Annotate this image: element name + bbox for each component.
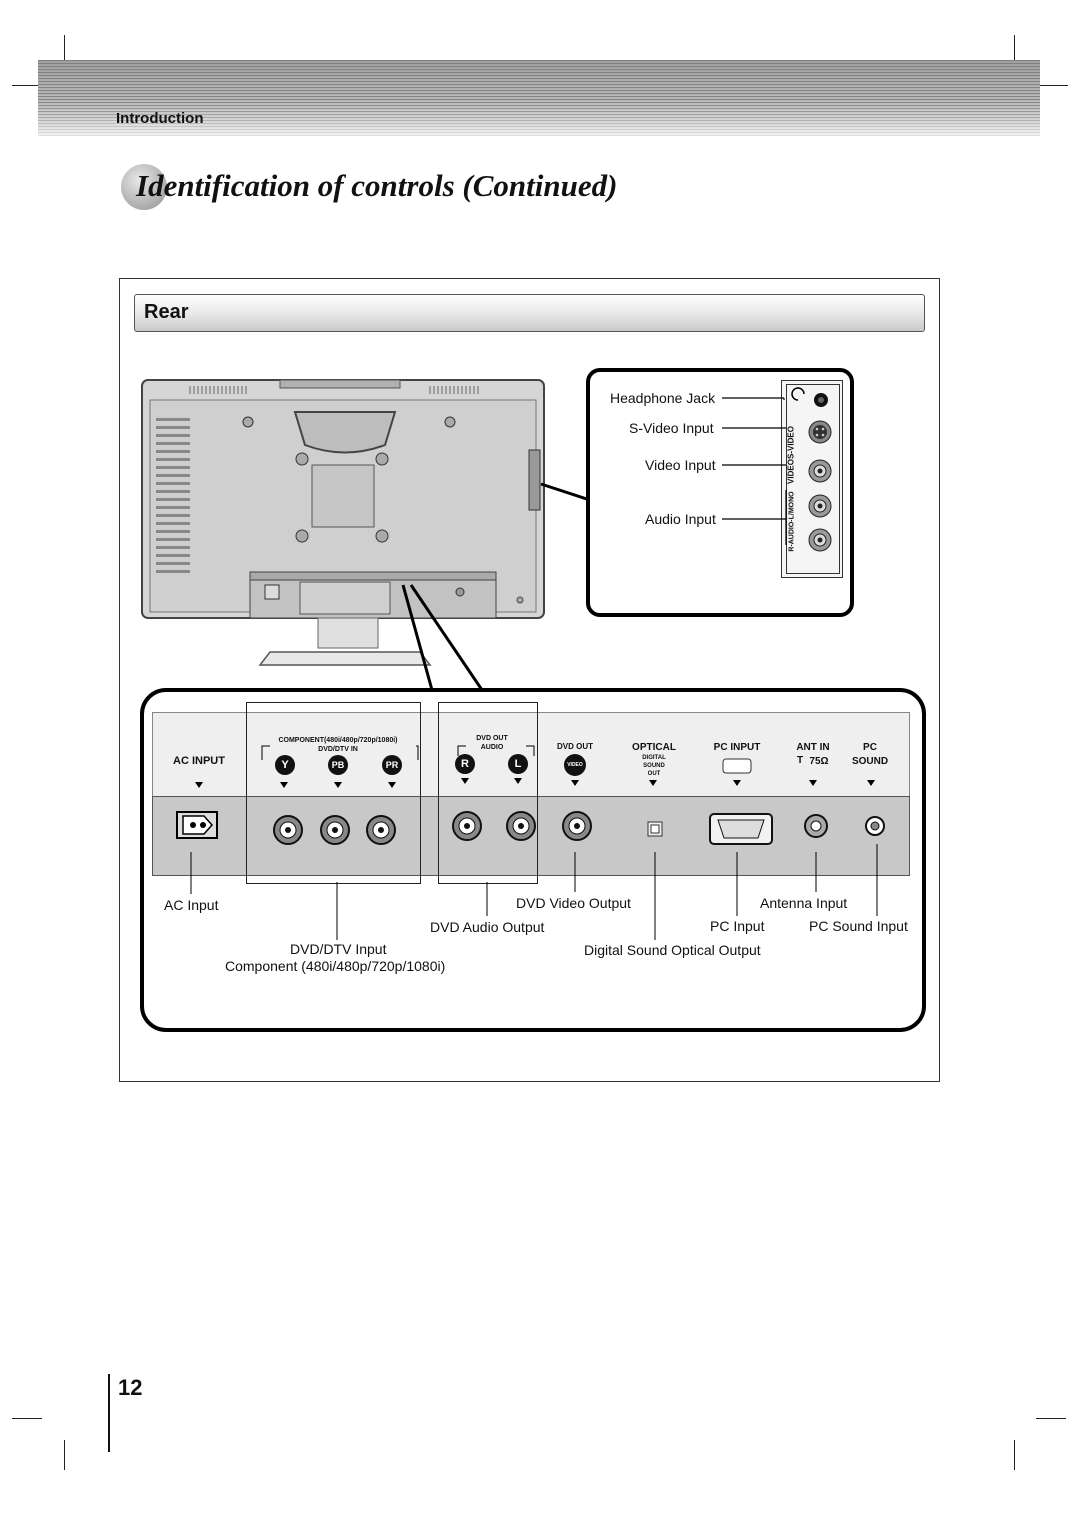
optical-sub-label: DIGITAL: [642, 755, 666, 761]
callout-video-input: Video Input: [645, 457, 716, 473]
section-label: Introduction: [116, 110, 204, 127]
page-number-rule: [108, 1374, 110, 1452]
optical-sub-label: SOUND: [643, 763, 665, 769]
label-dvd-dtv-input: DVD/DTV Input: [290, 941, 387, 957]
dvd-out-audio-panel-label: DVD OUT: [476, 735, 508, 742]
side-jack-inner: [786, 384, 840, 574]
optical-panel-label: OPTICAL: [632, 742, 676, 753]
video-badge: VIDEO: [564, 754, 586, 776]
ac-input-panel-label: AC INPUT: [173, 755, 225, 767]
optical-sub-label: OUT: [647, 771, 661, 777]
pr-jack-badge: PR: [382, 755, 402, 775]
ant-ohm-label: 75Ω: [809, 756, 829, 767]
audio-jack-label: R-AUDIO-L/MONO: [788, 491, 796, 552]
ant-in-panel-label: ANT IN: [796, 742, 830, 753]
callout-headphone-jack: Headphone Jack: [610, 390, 716, 406]
section-bar: [134, 294, 925, 332]
component-group-box: [246, 702, 421, 884]
page-title: Identification of controls (Continued): [136, 168, 618, 203]
title-ornament: [121, 164, 167, 210]
rear-panel-label-strip: [152, 712, 910, 798]
label-ac-input: AC Input: [164, 897, 219, 913]
crop-mark: [64, 35, 65, 65]
label-antenna-input: Antenna Input: [760, 895, 848, 911]
crop-mark: [1038, 85, 1068, 86]
label-dvd-audio-output: DVD Audio Output: [430, 919, 545, 935]
label-dvd-video-output: DVD Video Output: [516, 895, 631, 911]
callout-s-video-input: S-Video Input: [629, 420, 714, 436]
label-digital-sound-optical-output: Digital Sound Optical Output: [584, 942, 761, 958]
section-title: Rear: [144, 301, 189, 323]
crop-mark: [12, 85, 42, 86]
label-pc-sound-input: PC Sound Input: [809, 918, 908, 934]
crop-mark: [1014, 35, 1015, 65]
l-jack-badge: L: [508, 754, 528, 774]
crop-mark: [12, 1418, 42, 1419]
component-panel-label: COMPONENT(480i/480p/720p/1080i): [278, 737, 398, 744]
pc-input-panel-label: PC INPUT: [713, 742, 761, 753]
tv-rear-illustration: [141, 379, 545, 666]
crop-mark: [1014, 1440, 1015, 1470]
antenna-icon: T: [797, 755, 804, 766]
audio-panel-sublabel: AUDIO: [480, 744, 504, 751]
sound-panel-label: SOUND: [851, 756, 889, 767]
pb-jack-badge: PB: [328, 755, 348, 775]
r-jack-badge: R: [455, 754, 475, 774]
label-pc-input: PC Input: [710, 918, 765, 934]
dvd-out-panel-label: DVD OUT: [557, 742, 593, 751]
label-component: Component (480i/480p/720p/1080i): [225, 958, 446, 974]
callout-audio-input: Audio Input: [645, 511, 716, 527]
y-jack-badge: Y: [275, 755, 295, 775]
page-number: 12: [118, 1375, 143, 1400]
crop-mark: [1036, 1418, 1066, 1419]
rear-panel-jacks: [176, 745, 885, 940]
pc-panel-label: PC: [863, 742, 877, 753]
crop-mark: [64, 1440, 65, 1470]
dvd-audio-group-box: [438, 702, 538, 884]
dvd-dtv-in-panel-label: DVD/DTV IN: [318, 746, 358, 753]
figure-frame: [119, 278, 940, 1082]
